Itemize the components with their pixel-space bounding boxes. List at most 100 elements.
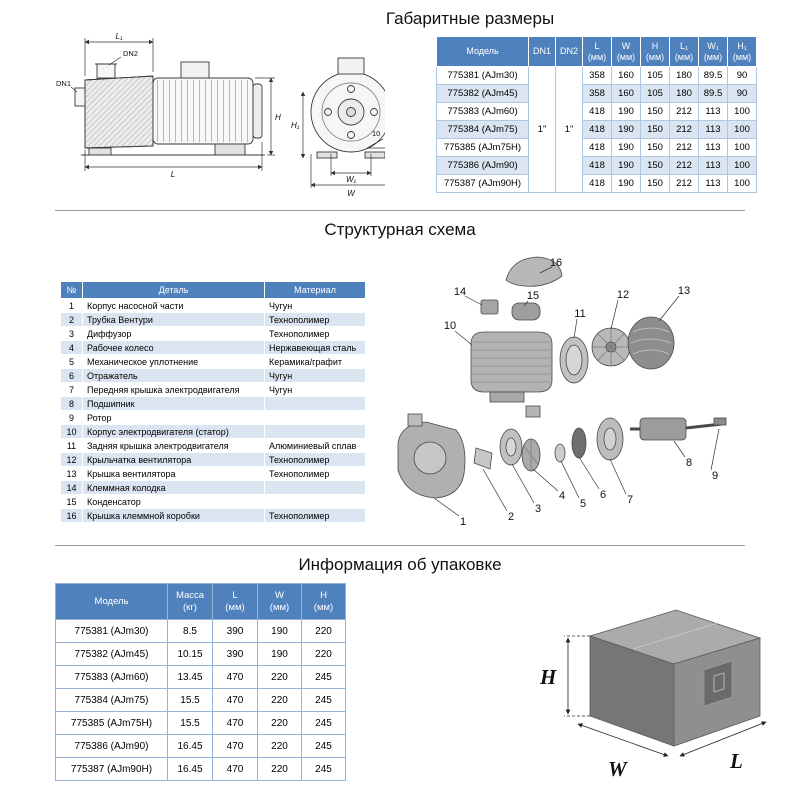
col-header-dn2: DN2 [555, 36, 583, 67]
cell-part-number: 13 [60, 466, 83, 481]
box-label-l: L [729, 749, 743, 773]
table-row: 1 Корпус насосной части Чугун [60, 298, 366, 313]
cell-part-material: Керамика/графит [264, 354, 366, 369]
dimensions-table: Модель DN1 DN2 L (мм) W (мм) H (мм) L₁ (… [436, 36, 757, 193]
cell-l1: 212 [669, 120, 699, 139]
cell-l1: 180 [669, 84, 699, 103]
cell-dn2: 1" [555, 66, 583, 193]
cell-part-number: 15 [60, 494, 83, 509]
cell-h: 220 [301, 619, 346, 643]
callout-12: 12 [617, 289, 629, 301]
cell-model: 775383 (AJm60) [55, 665, 168, 689]
callout-11: 11 [574, 308, 585, 320]
table-row: 775384 (AJm75) 418 190 150 212 113 100 [436, 120, 757, 139]
dim-label-dn1: DN1 [56, 79, 71, 88]
cell-h1: 100 [727, 120, 757, 139]
cell-w: 160 [611, 66, 641, 85]
cell-l: 418 [582, 156, 612, 175]
cell-l1: 180 [669, 66, 699, 85]
cell-part-material [264, 396, 366, 411]
cell-w1: 113 [698, 156, 728, 175]
cell-part-name: Передняя крышка электродвигателя [82, 382, 265, 397]
cell-part-number: 12 [60, 452, 83, 467]
table-row: 775383 (AJm60) 418 190 150 212 113 100 [436, 102, 757, 121]
cell-model: 775381 (AJm30) [436, 66, 529, 85]
cell-h: 150 [640, 138, 670, 157]
table-row: 775385 (AJm75H) 15.5 470 220 245 [55, 711, 346, 735]
cell-w: 220 [257, 688, 302, 712]
cell-part-number: 6 [60, 368, 83, 383]
col-header-part: Деталь [82, 281, 265, 299]
cell-mass: 16.45 [167, 734, 213, 758]
cell-w: 190 [611, 156, 641, 175]
pump-dimensional-drawing: L₁ DN2 DN1 H H₁ L W₁ W 10 [56, 32, 385, 198]
cell-h1: 100 [727, 102, 757, 121]
cell-part-name: Конденсатор [82, 494, 265, 509]
col-header-model: Модель [436, 36, 529, 67]
table-row: 11 Задняя крышка электродвигателя Алюмин… [60, 438, 366, 453]
cell-part-material: Чугун [264, 382, 366, 397]
callout-9: 9 [712, 470, 718, 482]
dimensions-section-title: Габаритные размеры [385, 9, 555, 28]
section-divider [55, 210, 745, 211]
table-row: 5 Механическое уплотнение Керамика/графи… [60, 354, 366, 369]
table-row: 12 Крыльчатка вентилятора Технополимер [60, 452, 366, 467]
cell-h: 150 [640, 102, 670, 121]
dim-label-w: W [347, 189, 356, 198]
cell-l: 390 [212, 642, 258, 666]
cell-part-number: 7 [60, 382, 83, 397]
cell-w: 190 [257, 642, 302, 666]
table-row: 775385 (AJm75H) 418 190 150 212 113 100 [436, 138, 757, 157]
cell-w1: 113 [698, 174, 728, 193]
table-row: 8 Подшипник [60, 396, 366, 411]
cell-h: 105 [640, 84, 670, 103]
section-divider [55, 545, 745, 546]
dim-label-h: H [275, 113, 281, 122]
cell-l: 358 [582, 66, 612, 85]
cell-part-number: 11 [60, 438, 83, 453]
table-row: 7 Передняя крышка электродвигателя Чугун [60, 382, 366, 397]
cell-w: 190 [257, 619, 302, 643]
callout-3: 3 [535, 503, 541, 515]
cell-w1: 113 [698, 138, 728, 157]
col-header-h: H (мм) [301, 583, 346, 620]
callout-2: 2 [508, 511, 514, 523]
cell-part-material: Нержавеющая сталь [264, 340, 366, 355]
cell-model: 775386 (AJm90) [436, 156, 529, 175]
carton-box [588, 609, 762, 747]
cell-part-number: 1 [60, 298, 83, 313]
dim-label-h1: H₁ [291, 121, 300, 130]
cell-w: 190 [611, 138, 641, 157]
callout-6: 6 [600, 489, 606, 501]
table-row: 775383 (AJm60) 13.45 470 220 245 [55, 665, 346, 689]
cell-part-number: 5 [60, 354, 83, 369]
cell-model: 775385 (AJm75H) [436, 138, 529, 157]
cell-part-name: Трубка Вентури [82, 312, 265, 327]
dim-label-angle: 10 [372, 129, 380, 138]
parts-table: № Деталь Материал 1 Корпус насосной част… [60, 281, 366, 523]
cell-part-number: 3 [60, 326, 83, 341]
cell-mass: 15.5 [167, 711, 213, 735]
cell-model: 775384 (AJm75) [55, 688, 168, 712]
structure-section-title: Структурная схема [324, 220, 476, 239]
cell-l: 470 [212, 757, 258, 781]
callout-16: 16 [550, 257, 562, 269]
cell-l: 470 [212, 665, 258, 689]
table-row: 775386 (AJm90) 418 190 150 212 113 100 [436, 156, 757, 175]
cell-mass: 10.15 [167, 642, 213, 666]
cell-h: 105 [640, 66, 670, 85]
cell-l: 470 [212, 688, 258, 712]
callout-8: 8 [686, 457, 692, 469]
table-row: 9 Ротор [60, 410, 366, 425]
callout-15: 15 [527, 290, 539, 302]
table-row: 14 Клеммная колодка [60, 480, 366, 495]
cell-part-name: Подшипник [82, 396, 265, 411]
cell-part-name: Рабочее колесо [82, 340, 265, 355]
cell-part-number: 16 [60, 508, 83, 523]
col-header-h: H (мм) [640, 36, 670, 67]
cell-w: 160 [611, 84, 641, 103]
cell-w: 190 [611, 102, 641, 121]
cell-mass: 16.45 [167, 757, 213, 781]
box-dimension-lines [564, 635, 767, 757]
dim-label-l1: L₁ [116, 32, 123, 41]
